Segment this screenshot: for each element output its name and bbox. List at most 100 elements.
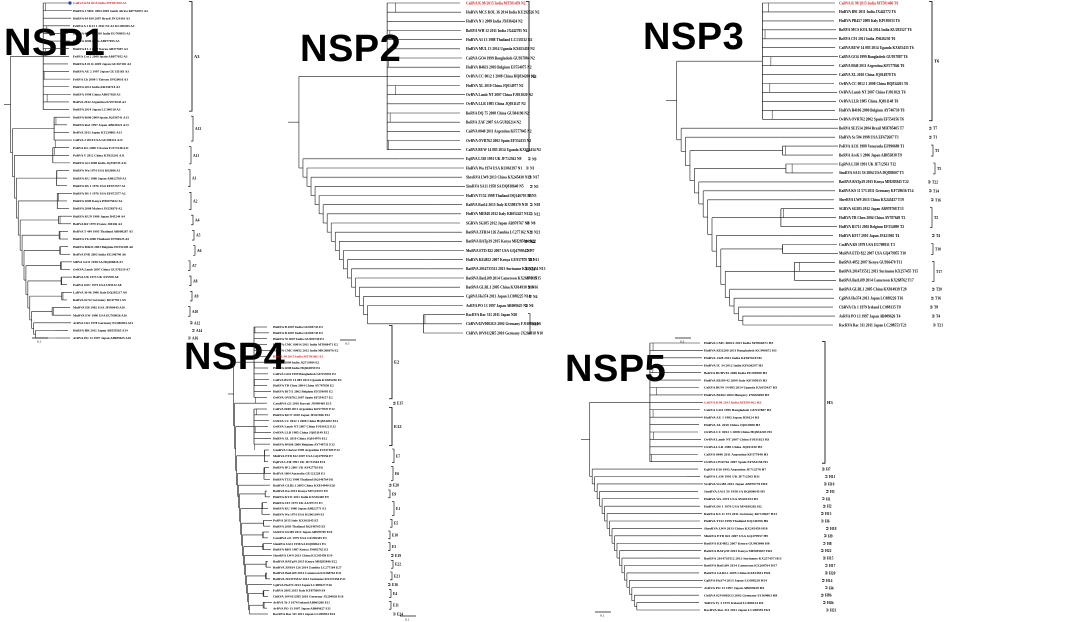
panel-title-nsp3: NSP3	[643, 16, 745, 58]
clade-bracket	[389, 407, 393, 447]
clade-bracket	[528, 313, 531, 335]
leaf-label: HuRVA B91 2011 India JX442772 T6	[839, 10, 896, 14]
clade-bracket	[189, 192, 192, 210]
leaf-label: HuRVA 2000 India AB077055 A3	[73, 39, 120, 43]
clade-bracket	[525, 267, 528, 271]
clade-label: N9	[532, 157, 537, 161]
clade-bracket	[393, 612, 396, 616]
clade-label: T16	[935, 198, 941, 202]
leaf-label: SGRVA SG385 2012 Japan AB970769 E10	[273, 530, 333, 534]
leaf-label: OvRVA LLR 1985 China JQ031148 T6	[839, 100, 899, 104]
leaf-label: CgRVA Ho374 2013 Japan LC088227 E16	[273, 583, 332, 587]
clade-label: H11	[829, 475, 835, 479]
leaf-label: ChRVA 02V0002G3 2002 Germany FJ169863 H8	[704, 593, 777, 597]
leaf-label: ShreRVA LW9 2013 China KX245458 E19	[273, 554, 333, 558]
leaf-label: HuRVA Wa 1974 USA K02086 A1	[73, 169, 121, 173]
leaf-label: HuRVA 2012 India KR336718 A3	[73, 85, 120, 89]
leaf-label: HuRVA KY11 2011 India KX516448 E9	[273, 495, 329, 499]
leaf-label: BatRVA 2014735512 2013 Suriname KX257455…	[839, 270, 918, 274]
clade-bracket	[530, 212, 533, 216]
leaf-label: HuRVA 3 M0C 0094 2005 South Africa KP752…	[73, 9, 148, 13]
leaf-label: HuRVA B4106 2000 Belgium AY740731 E12	[273, 442, 335, 446]
leaf-label: HuRVA GO 2000 India JQ356735 A11	[73, 161, 127, 165]
scale-bar-label: 0.1	[600, 614, 605, 618]
clade-label: T17	[936, 270, 942, 274]
leaf-label: TuRVA Ty 3 1979 Ireland LC088134 H4	[704, 601, 764, 605]
leaf-label: HuRVA ST3 1975 UK AJ297172 E1	[273, 501, 323, 505]
leaf-label: SimRVA SA11 1958 SA DQ838640 N5	[466, 185, 524, 189]
clade-label: H8b	[825, 594, 832, 598]
clade-label: N11	[533, 258, 539, 262]
clade-label: T21	[937, 324, 943, 328]
clade-label: E16	[392, 583, 398, 587]
leaf-label: OvRVA Lamb NT 2007 China FJ031022 E12	[273, 425, 336, 429]
leaf-label: BoRVA C91 2011 India JN626230 T6	[839, 37, 896, 41]
panel-title-nsp5: NSP5	[565, 348, 667, 390]
clade-label: E19	[395, 554, 401, 558]
clade-label: N2	[531, 74, 537, 79]
leaf-label: SimRVA SA11 5S 2004 USA DQ838607 T5	[839, 171, 904, 175]
leaf-label: HuRVA B1711 2002 Belgium EF554090 T2	[839, 225, 904, 229]
clade-bracket	[824, 534, 827, 538]
clade-label: N5	[534, 185, 539, 189]
leaf-label: BatRVA BATp39 2015 Kenya MH285847 H22	[704, 549, 773, 553]
leaf-label: BatRVA BatLi09 2014 Cameroon KX268764 H1…	[704, 564, 777, 568]
clade-bracket	[526, 166, 529, 170]
clade-bracket	[931, 296, 934, 300]
leaf-label: HuRVA TB Chen 2004 China AY787650 E2	[273, 384, 334, 388]
clade-bracket	[821, 549, 824, 552]
clade-label: E5	[394, 522, 398, 526]
clade-bracket	[932, 314, 935, 318]
leaf-label: OvRVA LLR 1985 China JQ031150 H3	[704, 445, 763, 449]
leaf-label: EqRVA L338 1991 UK JF712562 N9	[466, 157, 522, 161]
leaf-label: RocRVA Rac 311 2011 Japan LC208554 E24	[273, 612, 335, 616]
leaf-label: BoRVA RF 1979 France J04346 A4	[73, 222, 122, 226]
clade-label: N22	[529, 240, 535, 244]
leaf-label: HuRVA B4106 2000 Belgium AY740730 T6	[839, 109, 905, 113]
clade-bracket	[389, 325, 393, 400]
clade-bracket	[822, 467, 825, 471]
clade-label: A10	[192, 310, 198, 314]
highlight-leaf-label: CaRVA K 98 2015 India MT501459 N2	[466, 1, 526, 5]
leaf-label: HuRVA 8 L1 2007 Korea AB377007 A3	[73, 47, 128, 51]
clade-bracket	[928, 180, 931, 184]
leaf-label: MuRVA ETD 822 2007 USA GQ479956 E7	[273, 454, 333, 458]
leaf-label: ChRVA 10V0112H5 2010 Germany JX204818 N1…	[466, 331, 543, 335]
leaf-label: SGRVA SG385 2012 Japan AB970770 H10	[704, 482, 768, 486]
clade-label: E4	[393, 592, 397, 596]
clade-label: E15	[397, 402, 403, 406]
clade-label: A12	[194, 321, 200, 325]
leaf-label: AvRVA PO 13 1997 Japan AB009628 H4	[704, 586, 764, 590]
clade-label: T7	[933, 127, 937, 131]
clade-label: N4	[533, 295, 538, 299]
leaf-label: HuRVA MUL 13 2014 Uganda KX655458 N2	[466, 47, 535, 51]
clade-bracket	[825, 475, 828, 478]
leaf-label: BatRVA BATp39 2015 Kenya MH285844 N22	[466, 240, 536, 244]
leaf-label: HuRVA T152 1998 Thailand DQ146703 N3	[466, 194, 532, 198]
leaf-label: PoRVA A131 1988 Venezuela EF990689 T1	[839, 144, 905, 148]
leaf-label: BatRVA BatLi09 2014 Cameroon KX268761 N1…	[466, 276, 541, 280]
clade-label: N6	[529, 304, 534, 308]
leaf-label: FaRVA 2005 2015 Italy KF875009 E4	[273, 589, 326, 593]
panel-title-nsp4: NSP4	[184, 336, 286, 378]
leaf-label: BatRVA ZFB14 126 Zambia LC277162 N21	[466, 230, 533, 234]
leaf-label: BoRVA DQ 75 2008 China GU384196 N2	[466, 111, 529, 115]
scale-bar-label: 0.5	[345, 342, 350, 346]
leaf-label: AvRVA PO 13 1997 Japan AB009625 A16	[73, 336, 131, 340]
leaf-label: BoRVA SE1514 2004 Brazil MH785405 T7	[839, 126, 904, 130]
leaf-label: BatRVA 2014735512 2013 Suriname KX257456…	[273, 577, 346, 581]
leaf-label: HuRVA T152 1998 Thailand DQ146704 E6	[273, 477, 333, 481]
leaf-label: BatRVA GLRL1 2005 China KX814939 T20	[839, 287, 907, 291]
clade-bracket	[191, 115, 194, 142]
leaf-label: OvRVA OVR762 2002 Spain EF554155 N2	[466, 139, 531, 143]
clade-bracket	[525, 304, 528, 307]
panel-title-nsp1: NSP1	[4, 22, 106, 64]
clade-bracket	[388, 542, 391, 551]
clade-bracket	[825, 586, 828, 590]
clade-bracket	[188, 260, 191, 271]
clade-bracket	[932, 261, 935, 282]
clade-bracket	[188, 169, 191, 188]
